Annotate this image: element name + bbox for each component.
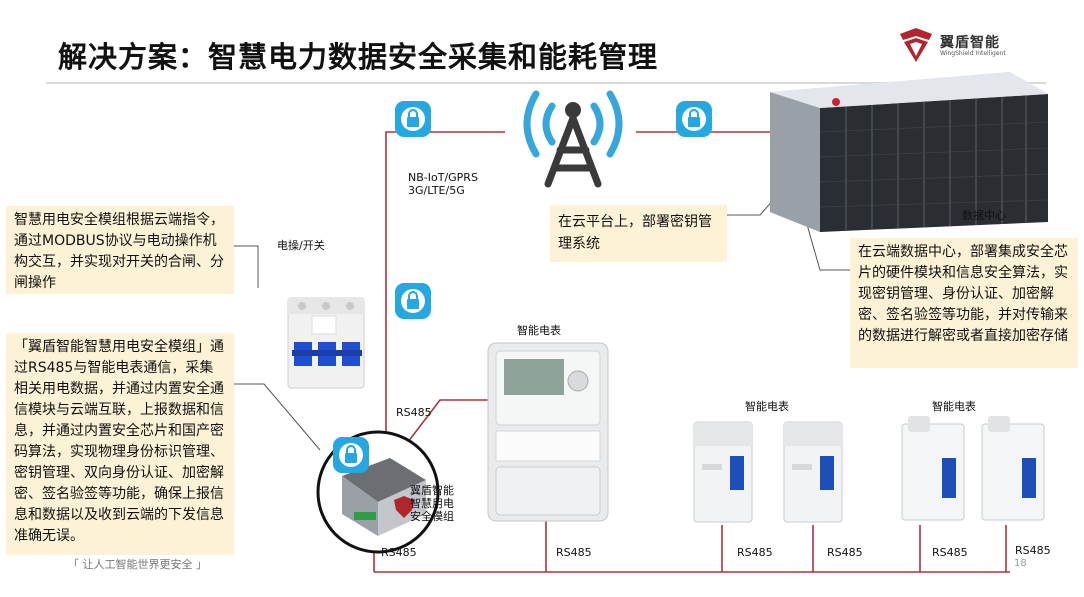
din-rail-meter (901, 416, 965, 521)
rs485-top-label: RS485 (396, 406, 432, 419)
meter-group1-label: 智能电表 (745, 400, 789, 413)
callout-breaker (234, 245, 259, 288)
rs485-bus-label: RS485 (381, 546, 417, 559)
lock-icon (395, 101, 431, 137)
note-module-control: 智慧用电安全模组根据云端指令，通过MODBUS协议与电动操作机构交互，并实现对开… (6, 206, 234, 294)
note-module-description: 「翼盾智能智慧用电安全模组」通过RS485与智能电表通信，采集相关用电数据，并通… (6, 333, 234, 555)
datacenter-label: 数据中心 (962, 209, 1006, 222)
din-rail-meter (783, 421, 843, 523)
rs485-bus-label: RS485 (827, 546, 863, 559)
rs485-bus-label: RS485 (932, 546, 968, 559)
meter-group2-label: 智能电表 (932, 400, 976, 413)
footer-slogan: 「 让人工智能世界更安全 」 (68, 558, 207, 571)
brand-subtitle: WingShield Intelligent (940, 50, 1006, 57)
page-number: 18 (1014, 558, 1027, 569)
note-cloud-platform: 在云平台上，部署密钥管理系统 (550, 205, 727, 262)
wire-module-to-main-meter (397, 399, 490, 456)
rs485-bus-label: RS485 (556, 546, 592, 559)
meter-main-label: 智能电表 (517, 324, 561, 337)
brand-name: 翼盾智能 (940, 35, 1000, 51)
network-label: NB-IoT/GPRS 3G/LTE/5G (408, 171, 478, 197)
brand-logo: 翼盾智能 WingShield Intelligent (896, 26, 1026, 66)
lock-icon (676, 101, 712, 137)
din-rail-meter (981, 416, 1045, 521)
callout-module (234, 383, 321, 451)
electric-meter (487, 342, 609, 522)
rs485-bus-label: RS485 (737, 546, 773, 559)
shield-logo-icon (900, 28, 932, 62)
lock-icon (395, 283, 431, 319)
rs485-bus-label: RS485 (1015, 544, 1051, 557)
circuit-breaker (287, 297, 365, 389)
antenna-tower-icon (523, 90, 623, 188)
server-rack (770, 72, 1049, 232)
din-rail-meter (693, 421, 753, 523)
page-title: 解决方案：智慧电力数据安全采集和能耗管理 (58, 40, 659, 74)
note-datacenter: 在云端数据中心，部署集成安全芯片的硬件模块和信息安全算法，实现密钥管理、身份认证… (850, 238, 1078, 368)
title-divider (46, 82, 1046, 84)
lock-icon (333, 437, 369, 473)
wire-module-to-tower (385, 131, 505, 440)
module-name-label: 翼盾智能 智慧用电 安全模组 (410, 484, 454, 523)
breaker-label: 电操/开关 (277, 239, 325, 252)
